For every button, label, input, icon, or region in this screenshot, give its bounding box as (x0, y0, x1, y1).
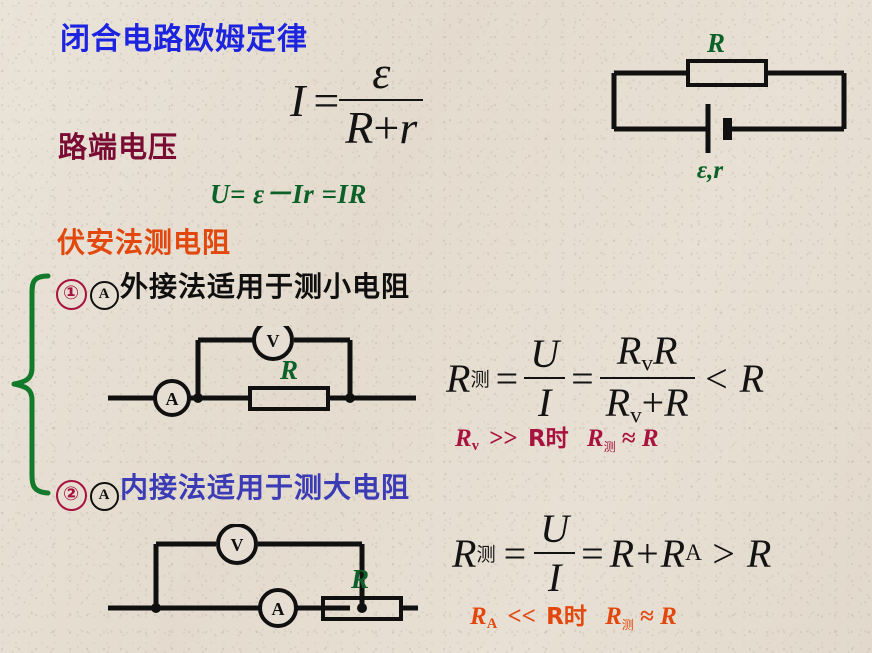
comparison-less-than: < R (702, 355, 765, 401)
note-rv-much-greater: >> (489, 425, 518, 452)
fraction-denominator-i: I (534, 552, 576, 601)
ammeter-body (153, 379, 191, 417)
formula-current-fraction: ε R+r (339, 46, 424, 154)
ammeter-icon-1: A (90, 281, 119, 310)
den-R1-sub: v (630, 402, 642, 429)
voltmeter-label: V (231, 535, 244, 555)
formula-current-equals: = (313, 74, 340, 126)
resistor-label: R (279, 355, 298, 385)
note-ra-approx: ≈ (640, 603, 654, 630)
equals-2: = (581, 530, 604, 576)
junction-dot-right (345, 393, 355, 403)
formula-current-numerator: ε (372, 47, 391, 98)
equals-2: = (571, 355, 594, 401)
resistor-body (686, 59, 768, 87)
fraction-numerator-u: U (530, 331, 560, 377)
grouping-brace (11, 273, 51, 496)
note-ammeter-condition: RA << R时 R测 ≈ R (470, 597, 677, 633)
circuit-diagram-ammeter-internal: A V R (108, 524, 418, 628)
den-R1: R (605, 380, 631, 426)
junction-dot-left (151, 603, 161, 613)
label-terminal-voltage: 路端电压 (58, 130, 179, 164)
note-ra-when: R时 (546, 604, 587, 630)
note-rv-R3: R (641, 425, 659, 452)
formula-terminal-voltage: U= ε－Ir =IR (210, 179, 367, 209)
junction-dot-left (193, 393, 203, 403)
denominator-r: r (399, 102, 418, 153)
junction-dot-right (357, 603, 367, 613)
fraction-numerator-rv-r: RvR (600, 327, 695, 377)
item-text-2: 内接法适用于测大电阻 (120, 471, 411, 504)
formula-current-lhs: I (290, 74, 306, 126)
ammeter-body (258, 588, 298, 628)
r-measured-subscript: 测 (470, 368, 490, 392)
fraction-numerator-u: U (540, 506, 570, 551)
note-rv-when: R时 (527, 426, 569, 452)
r-measured-symbol: R (452, 530, 477, 576)
num-R1: R (616, 328, 642, 373)
comparison-greater-than: > R (709, 530, 772, 576)
equals-1: = (495, 355, 519, 401)
note-ra-sub: A (486, 616, 498, 633)
ammeter-label: A (166, 389, 179, 409)
rhs-R: R (609, 530, 635, 576)
note-ra-R3: R (660, 603, 677, 630)
denominator-R: R (345, 102, 374, 153)
voltmeter-body (252, 326, 294, 361)
num-R2: R (652, 328, 678, 373)
note-ra-R: R (470, 603, 487, 630)
note-rv-R2: R (586, 425, 604, 452)
note-rv-R: R (455, 425, 472, 452)
voltmeter-label: V (267, 331, 280, 351)
equals-1: = (503, 530, 527, 576)
ammeter-icon-2: A (90, 482, 119, 511)
section-title-voltammeter-method: 伏安法测电阻 (57, 226, 232, 259)
fraction-parallel: RvR Rv+R (599, 327, 695, 430)
battery-short-plate (723, 118, 732, 140)
circuit-diagram-source: R ε,r (611, 28, 847, 184)
r-measured-symbol: R (446, 355, 471, 401)
note-ra-sub2: 测 (621, 618, 634, 633)
formula-closed-circuit-current: I = ε R+r (290, 46, 424, 154)
note-ra-much-less: << (507, 603, 536, 630)
rhs-plus: + (636, 530, 659, 576)
resistor-label: R (350, 564, 369, 594)
rhs-RA-sub: A (685, 539, 702, 566)
resistor-label: R (706, 28, 725, 58)
item-text-1: 外接法适用于测小电阻 (120, 270, 411, 303)
note-rv-approx: ≈ (621, 425, 636, 452)
resistor-body (248, 386, 330, 411)
battery-label: ε,r (697, 157, 724, 184)
fraction-denominator-rv-plus-r: Rv+R (599, 377, 695, 429)
num-R1-sub: v (641, 350, 653, 377)
circuit-diagram-ammeter-external: A V R (108, 326, 416, 417)
den-R2: R (664, 380, 689, 426)
fraction-u-over-i: U I (524, 330, 566, 426)
item-number-2: ② (56, 480, 87, 511)
r-measured-subscript: 测 (476, 543, 496, 566)
item-number-1: ① (56, 279, 87, 310)
note-voltmeter-condition: Rv >> R时 R测 ≈ R (455, 419, 659, 455)
voltmeter-body (216, 524, 258, 565)
page-title-ohm-law: 闭合电路欧姆定律 (60, 22, 308, 57)
formula-current-denominator: R+r (339, 99, 424, 154)
note-rv-sub2: 测 (603, 440, 616, 455)
note-ra-R2: R (605, 603, 622, 630)
den-plus: + (641, 380, 665, 426)
rhs-RA: R (660, 530, 686, 576)
brace-path (11, 273, 51, 496)
ammeter-label: A (272, 599, 285, 619)
fraction-denominator-i: I (524, 377, 566, 426)
fraction-u-over-i: U I (534, 505, 576, 601)
note-rv-sub: v (471, 438, 479, 455)
denominator-plus: + (373, 102, 400, 153)
